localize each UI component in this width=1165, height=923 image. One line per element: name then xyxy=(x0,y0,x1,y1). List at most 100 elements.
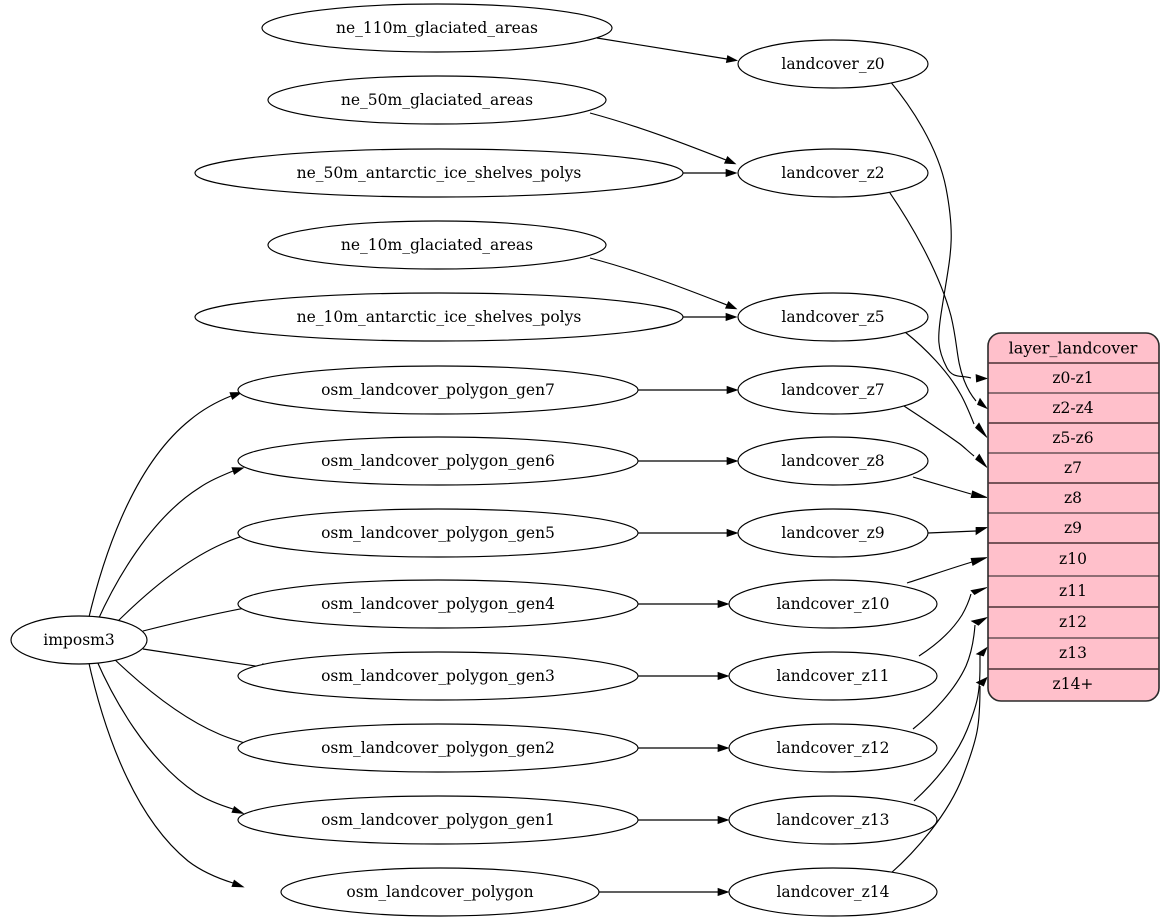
table-row-label-z5-z6[interactable]: z5-z6 xyxy=(1052,429,1093,447)
node-shape xyxy=(10,615,148,665)
edge-z14-to-row-z14plus xyxy=(889,685,981,875)
table-row-label-z7[interactable]: z7 xyxy=(1064,459,1082,477)
node-label: ne_50m_antarctic_ice_shelves_polys xyxy=(297,164,582,182)
arrowhead xyxy=(970,616,989,626)
node-shape xyxy=(728,723,938,773)
node-landcover_z9[interactable]: landcover_z9 xyxy=(737,508,929,558)
node-osm_landcover_polygon_gen3[interactable]: osm_landcover_polygon_gen3 xyxy=(237,651,639,701)
edge-imposm3-to-gen1 xyxy=(95,658,234,810)
table-row-label-z10[interactable]: z10 xyxy=(1059,550,1087,568)
edge-z2-to-row-z2z4 xyxy=(887,189,977,402)
natural-earth-node-group: ne_110m_glaciated_areas ne_50m_glaciated… xyxy=(194,3,684,342)
edge-z11-to-row-z11 xyxy=(918,593,972,657)
node-shape xyxy=(280,867,600,917)
table-row-label-z9[interactable]: z9 xyxy=(1064,519,1082,537)
node-label: landcover_z14 xyxy=(776,883,889,901)
arrowhead xyxy=(975,527,989,536)
table-row-label-z14plus[interactable]: z14+ xyxy=(1053,675,1094,693)
arrowhead xyxy=(970,490,988,498)
node-label: landcover_z7 xyxy=(781,381,884,399)
arrowhead xyxy=(725,168,738,178)
node-shape xyxy=(737,436,929,486)
edge-imposm3-to-gen5 xyxy=(113,531,258,626)
node-shape xyxy=(237,579,639,629)
node-shape xyxy=(261,3,613,53)
layer-landcover-table[interactable]: layer_landcover z0-z1 z2-z4 z5-z6 z7 z8 … xyxy=(987,332,1160,702)
node-landcover_z0[interactable]: landcover_z0 xyxy=(737,39,929,89)
node-label: osm_landcover_polygon_gen7 xyxy=(321,381,555,399)
node-shape xyxy=(267,220,607,270)
node-shape xyxy=(194,148,684,198)
node-landcover_z12[interactable]: landcover_z12 xyxy=(728,723,938,773)
arrowhead xyxy=(231,467,245,475)
node-landcover_z8[interactable]: landcover_z8 xyxy=(737,436,929,486)
table-row-label-z2-z4[interactable]: z2-z4 xyxy=(1052,399,1093,417)
node-ne_10m_antarctic_ice_shelves_polys[interactable]: ne_10m_antarctic_ice_shelves_polys xyxy=(194,292,684,342)
arrowhead xyxy=(726,385,739,395)
node-landcover_z2[interactable]: landcover_z2 xyxy=(737,148,929,198)
node-osm_landcover_polygon_gen1[interactable]: osm_landcover_polygon_gen1 xyxy=(237,795,639,845)
node-shape xyxy=(737,365,929,415)
arrowhead xyxy=(723,156,737,165)
node-ne_110m_glaciated_areas[interactable]: ne_110m_glaciated_areas xyxy=(261,3,613,53)
node-label: landcover_z2 xyxy=(781,164,884,182)
edge-z13-to-row-z13 xyxy=(913,655,981,802)
node-osm_landcover_polygon_gen5[interactable]: osm_landcover_polygon_gen5 xyxy=(237,508,639,558)
node-label: imposm3 xyxy=(43,631,114,649)
arrowhead xyxy=(977,397,988,410)
node-osm_landcover_polygon_gen6[interactable]: osm_landcover_polygon_gen6 xyxy=(237,436,639,486)
arrowhead xyxy=(970,557,988,567)
node-landcover_z10[interactable]: landcover_z10 xyxy=(728,579,938,629)
table-row-label-z0-z1[interactable]: z0-z1 xyxy=(1052,369,1093,387)
arrowhead xyxy=(717,599,730,609)
arrowhead xyxy=(975,646,988,657)
node-label: osm_landcover_polygon_gen4 xyxy=(321,595,555,613)
node-label: landcover_z11 xyxy=(776,667,889,685)
node-landcover_z14[interactable]: landcover_z14 xyxy=(728,867,938,917)
node-label: landcover_z0 xyxy=(781,55,884,73)
node-ne_50m_antarctic_ice_shelves_polys[interactable]: ne_50m_antarctic_ice_shelves_polys xyxy=(194,148,684,198)
arrowhead xyxy=(726,528,739,538)
node-landcover_z11[interactable]: landcover_z11 xyxy=(728,651,938,701)
node-osm_landcover_polygon_gen2[interactable]: osm_landcover_polygon_gen2 xyxy=(237,723,639,773)
node-label: ne_10m_antarctic_ice_shelves_polys xyxy=(297,308,582,326)
arrowhead xyxy=(975,453,988,468)
osm-node-group: osm_landcover_polygon_gen7 osm_landcover… xyxy=(237,365,639,917)
table-row-label-z13[interactable]: z13 xyxy=(1059,644,1087,662)
arrowhead xyxy=(717,671,730,681)
node-shape xyxy=(237,795,639,845)
node-label: ne_110m_glaciated_areas xyxy=(336,19,538,37)
arrowhead xyxy=(975,374,989,383)
node-label: osm_landcover_polygon xyxy=(346,883,533,901)
node-landcover_z5[interactable]: landcover_z5 xyxy=(737,292,929,342)
table-row-label-z11[interactable]: z11 xyxy=(1059,582,1087,600)
node-shape xyxy=(728,795,938,845)
node-osm_landcover_polygon[interactable]: osm_landcover_polygon xyxy=(280,867,600,917)
node-ne_10m_glaciated_areas[interactable]: ne_10m_glaciated_areas xyxy=(267,220,607,270)
table-row-label-z12[interactable]: z12 xyxy=(1059,613,1087,631)
table-row-label-z8[interactable]: z8 xyxy=(1064,489,1082,507)
arrowhead xyxy=(717,743,730,753)
arrowhead xyxy=(717,887,730,897)
node-label: osm_landcover_polygon_gen5 xyxy=(321,524,555,542)
node-label: landcover_z9 xyxy=(781,524,884,542)
node-label: ne_50m_glaciated_areas xyxy=(341,91,533,109)
node-landcover_z13[interactable]: landcover_z13 xyxy=(728,795,938,845)
edge-layer xyxy=(87,37,989,897)
arrowhead xyxy=(725,312,738,322)
node-label: osm_landcover_polygon_gen6 xyxy=(321,452,555,470)
node-osm_landcover_polygon_gen7[interactable]: osm_landcover_polygon_gen7 xyxy=(237,365,639,415)
node-shape xyxy=(728,579,938,629)
node-shape xyxy=(728,867,938,917)
node-imposm3[interactable]: imposm3 xyxy=(10,615,148,665)
arrowhead xyxy=(725,55,739,63)
node-ne_50m_glaciated_areas[interactable]: ne_50m_glaciated_areas xyxy=(267,75,607,125)
edge-z12-to-row-z12 xyxy=(912,624,976,730)
node-label: landcover_z12 xyxy=(776,739,889,757)
edge-imposm3-to-gen7 xyxy=(87,395,232,622)
node-osm_landcover_polygon_gen4[interactable]: osm_landcover_polygon_gen4 xyxy=(237,579,639,629)
node-landcover_z7[interactable]: landcover_z7 xyxy=(737,365,929,415)
arrowhead xyxy=(975,676,988,687)
node-shape xyxy=(237,651,639,701)
